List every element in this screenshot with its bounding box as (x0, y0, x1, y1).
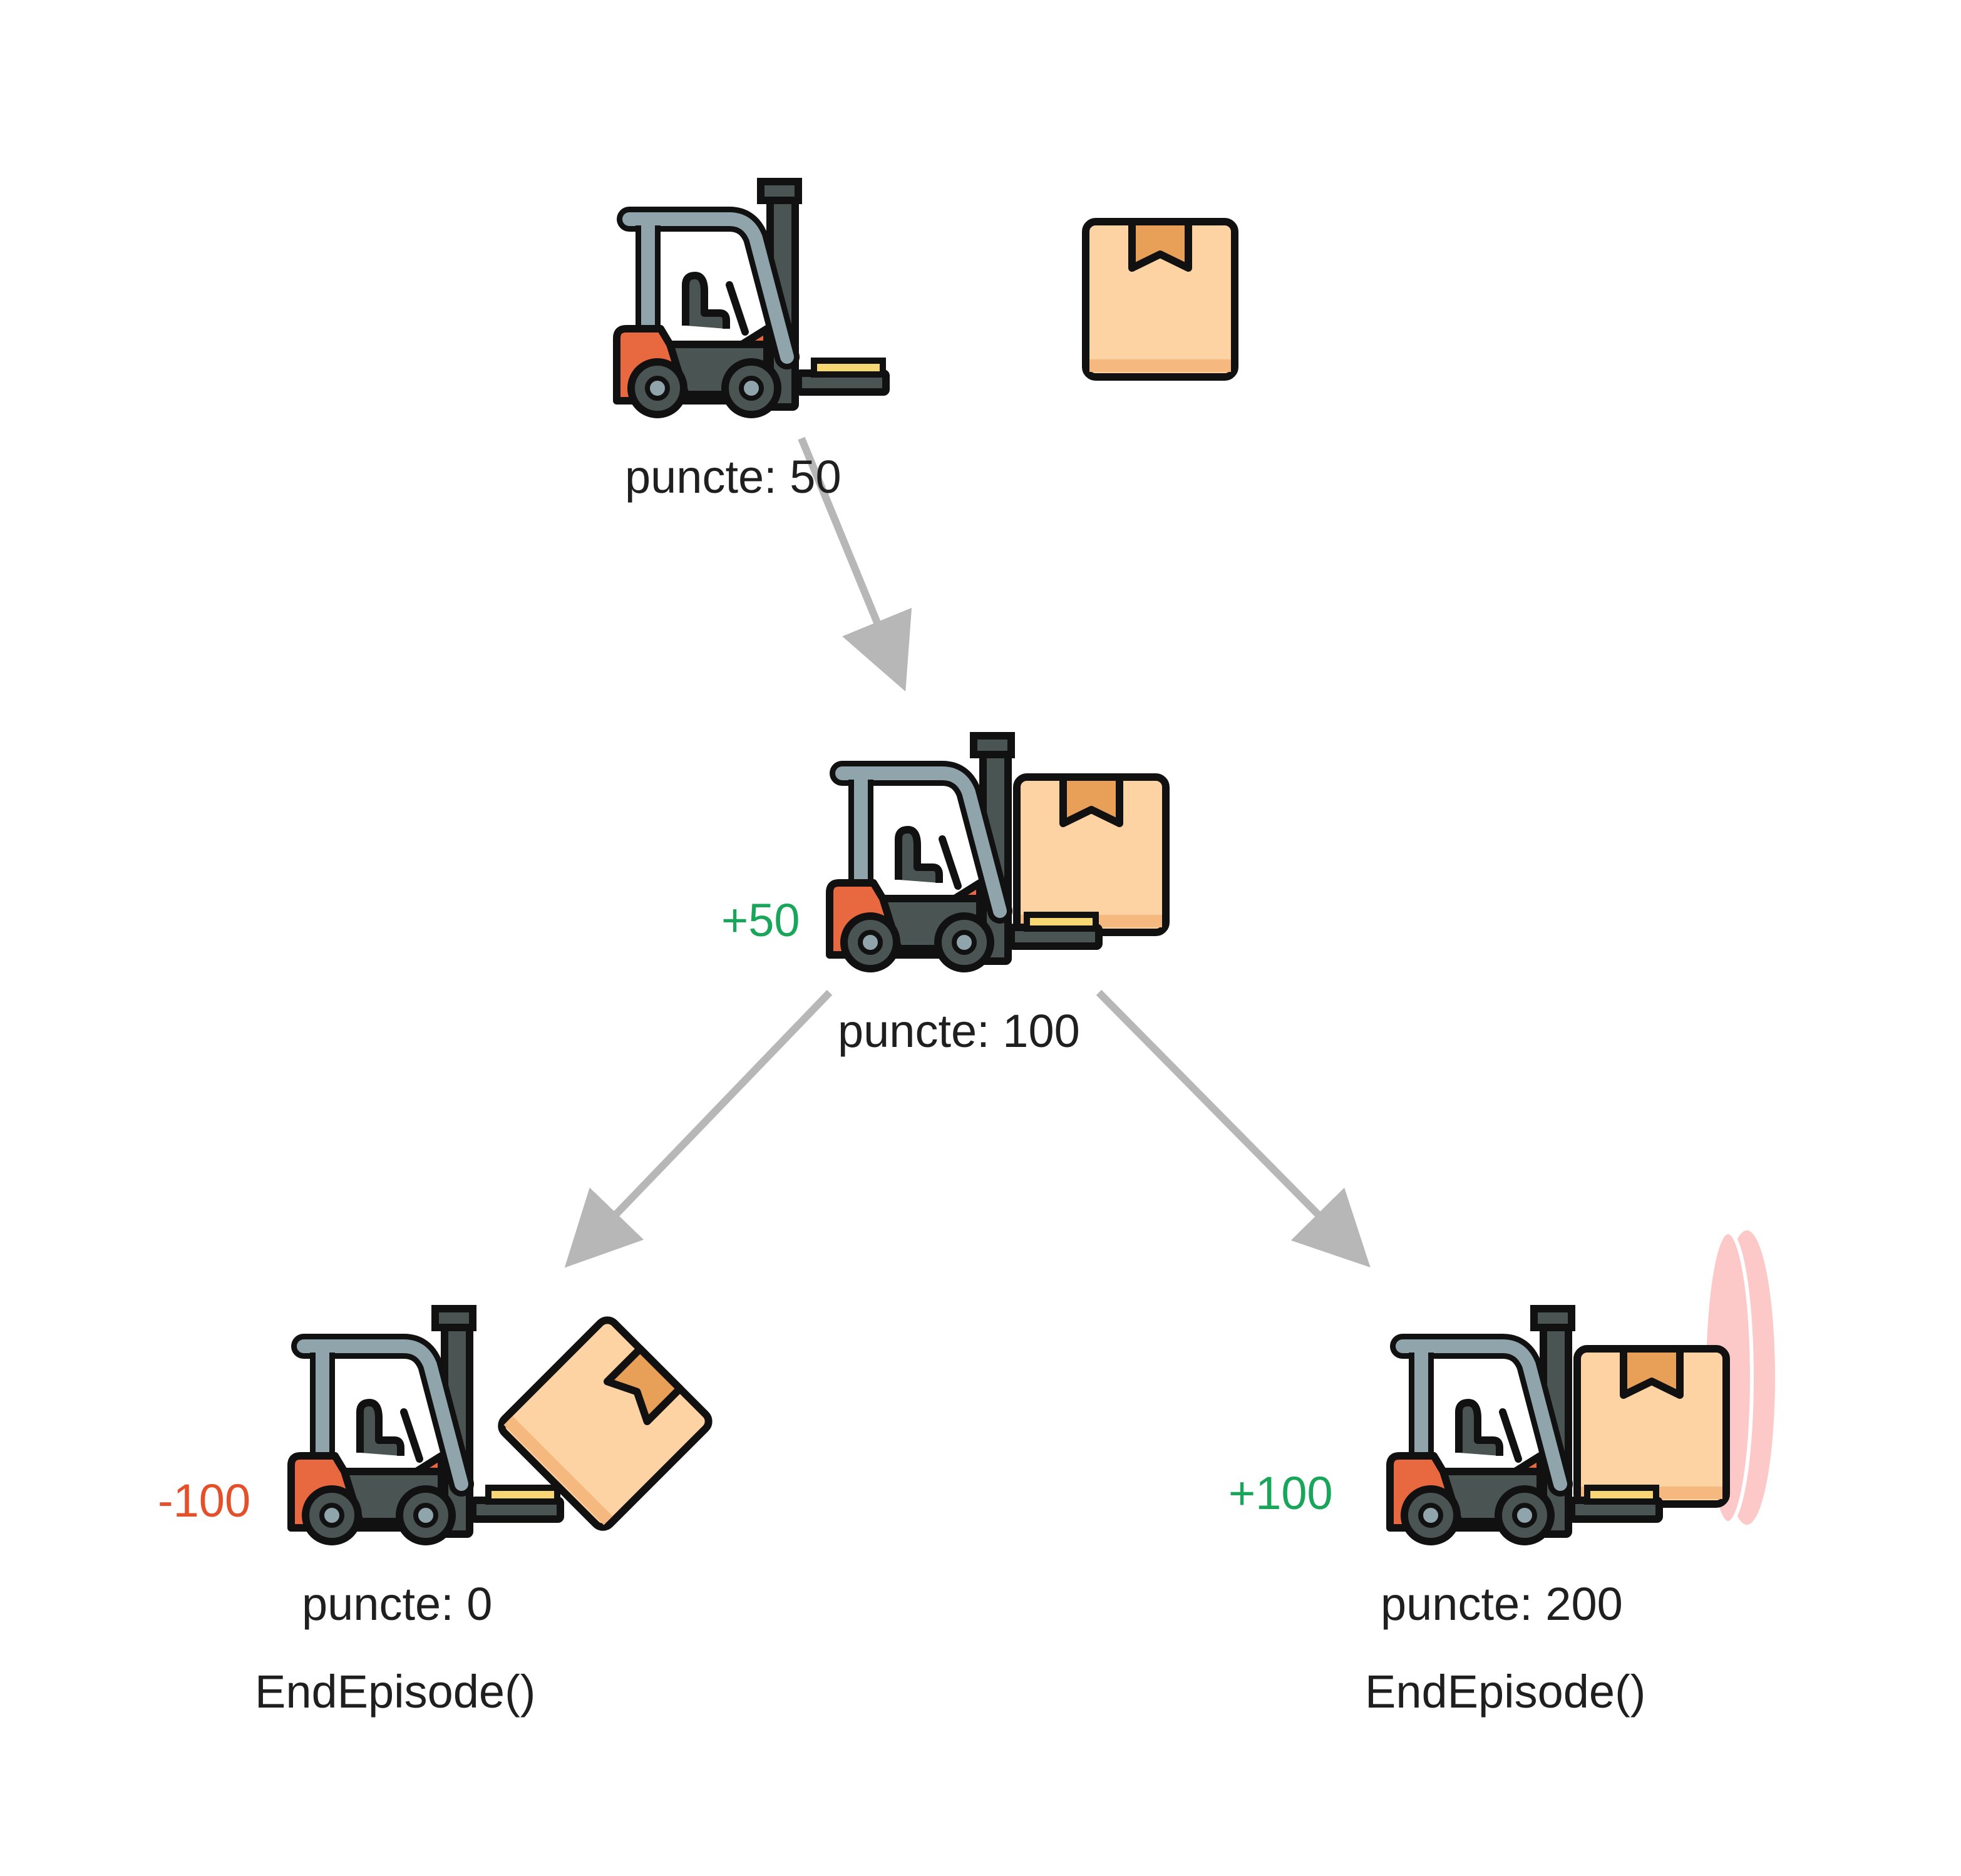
package-box-icon (1017, 777, 1166, 932)
package-box-icon (1086, 222, 1235, 377)
node-success (1390, 1230, 1775, 1542)
score-label-success: puncte: 200 (1381, 1578, 1623, 1630)
score-label-fail: puncte: 0 (302, 1578, 493, 1630)
score-label-start: puncte: 50 (625, 451, 842, 503)
reward-carry: +50 (721, 894, 800, 946)
node-carry (830, 736, 1166, 969)
arrow-start-to-carry (798, 436, 912, 692)
reward-success: +100 (1228, 1467, 1333, 1519)
end-episode-label-fail: EndEpisode() (255, 1666, 536, 1718)
reward-fail: -100 (158, 1475, 251, 1527)
end-episode-label-success: EndEpisode() (1365, 1666, 1646, 1718)
node-start (617, 182, 1235, 415)
forklift-icon (617, 182, 886, 415)
node-fail (291, 1309, 713, 1542)
score-label-carry: puncte: 100 (838, 1005, 1080, 1057)
arrow-carry-to-fail (564, 989, 833, 1268)
package-box-icon (1577, 1349, 1726, 1504)
arrow-carry-to-success (1096, 989, 1371, 1268)
